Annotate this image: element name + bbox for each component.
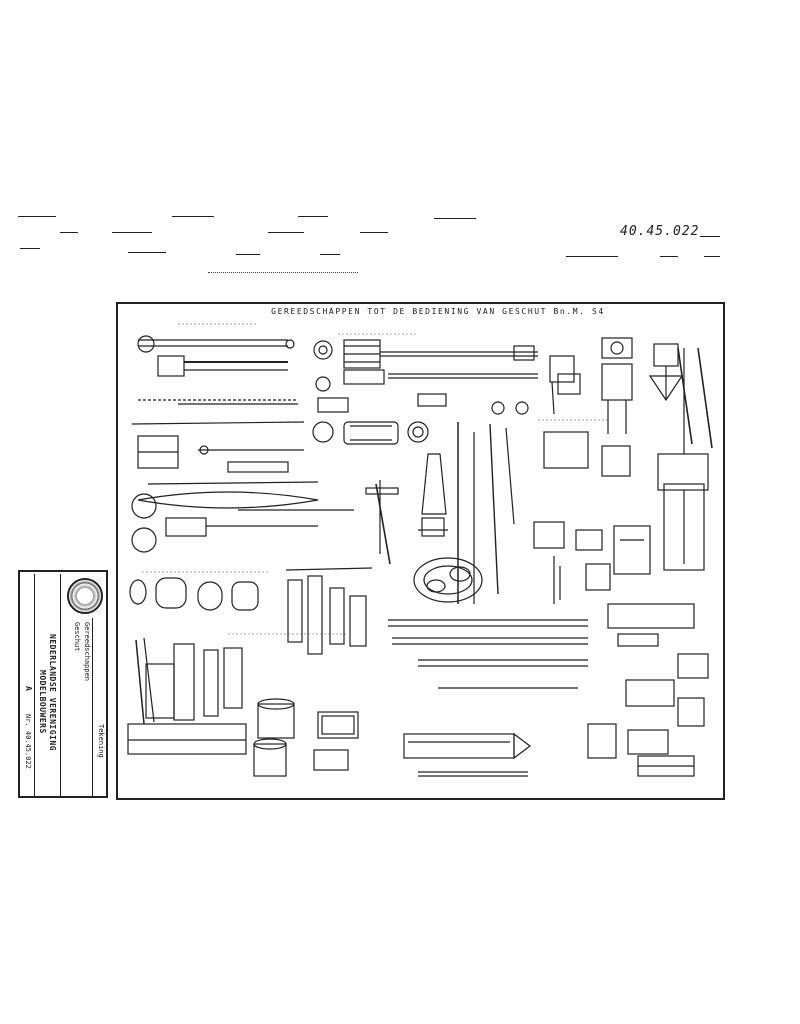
stamp-divider [60,574,61,798]
title-block-stamp: Tekening Gereedschappen Geschut NEDERLAN… [18,570,108,798]
header-rule [20,248,40,249]
tool-illustrations [127,323,713,777]
stamp-association-line-2: MODELBOUWERS [38,670,47,734]
stamp-association-line-1: NEDERLANDSE VERENIGING [48,634,57,751]
header-rule [236,254,260,255]
header-rule [700,236,720,237]
association-logo-icon [67,578,103,614]
stamp-dept-label: Tekening [97,724,105,758]
header-rule [434,218,476,219]
header-rule [320,254,340,255]
header-rule [660,256,678,257]
header-rule [566,256,618,257]
header-rule [60,232,78,233]
header-rule [172,216,214,217]
stamp-subject-line-1: Gereedschappen [83,622,91,682]
title-block-content: Tekening Gereedschappen Geschut NEDERLAN… [21,574,107,798]
stamp-drawing-number: Nr. 40.45.022 [24,714,32,769]
header-rule [112,232,152,233]
drawing-sheet: GEREEDSCHAPPEN TOT DE BEDIENING VAN GESC… [116,302,725,800]
header-rule [268,232,304,233]
stamp-divider [34,574,35,798]
header-rule [128,252,166,253]
stamp-sheet-mark: A [24,686,33,692]
header-rule [208,272,358,273]
document-reference-code: 40.45.022 [620,224,700,239]
header-rule [18,216,56,217]
stamp-divider [92,618,93,798]
stamp-subject-line-2: Geschut [73,622,81,652]
header-rule [298,216,328,217]
header-rule [704,256,720,257]
sheet-title: GEREEDSCHAPPEN TOT DE BEDIENING VAN GESC… [271,307,605,316]
header-rule [360,232,388,233]
